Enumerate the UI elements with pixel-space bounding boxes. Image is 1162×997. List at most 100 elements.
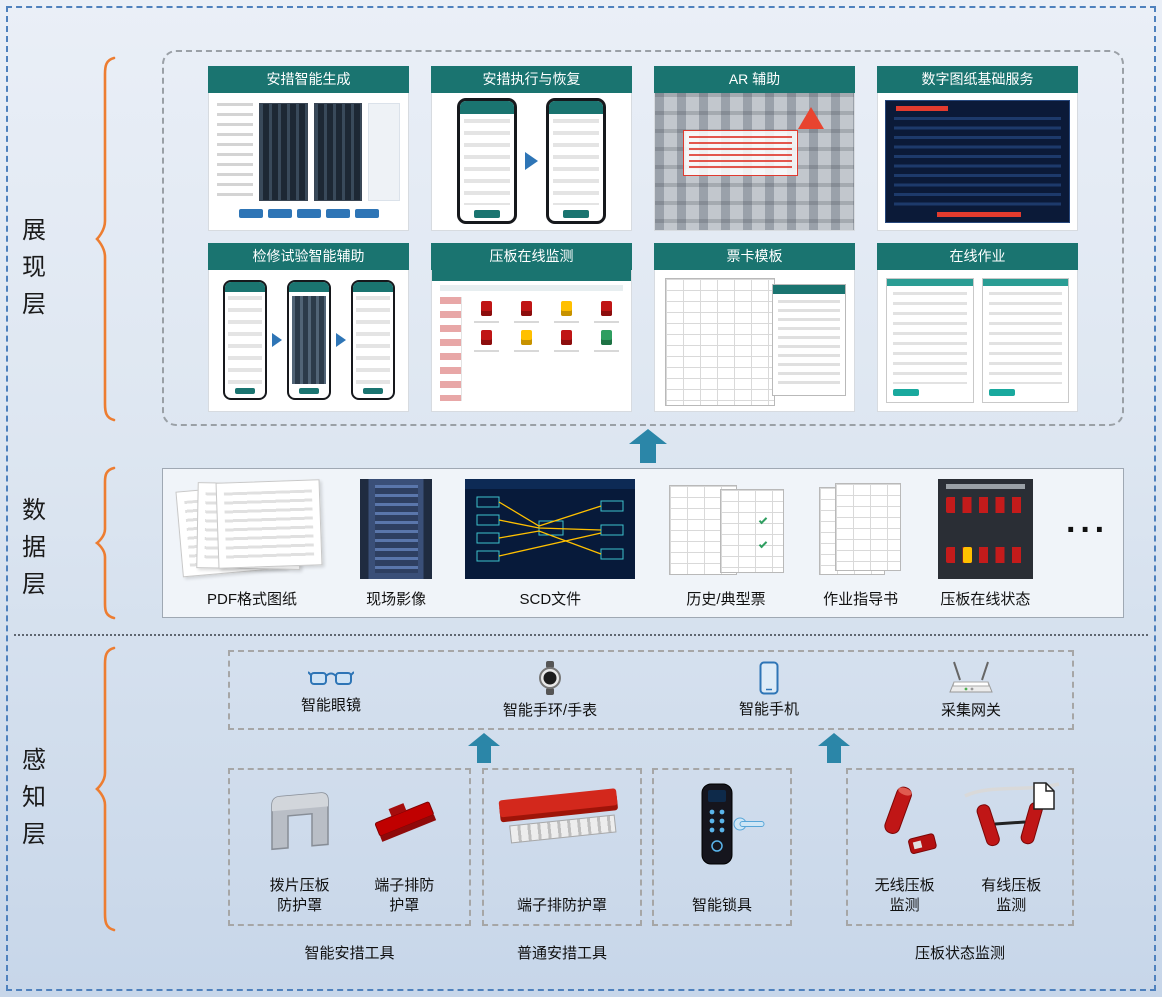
plate-indicator-red bbox=[553, 329, 579, 352]
smart-band-icon bbox=[539, 661, 561, 695]
card-digital-drawing-service: 数字图纸基础服务 bbox=[877, 66, 1078, 231]
wired-plate-monitor-icon bbox=[964, 782, 1060, 847]
mock-red-title bbox=[896, 106, 948, 111]
mock-phone-list bbox=[355, 296, 390, 385]
mock-indicator-grid bbox=[470, 297, 623, 401]
card-ar-assist: AR 辅助 bbox=[654, 66, 855, 231]
card-title: 在线作业 bbox=[877, 242, 1078, 270]
card-preview-digital-drawing bbox=[877, 93, 1078, 231]
plate-indicator-green bbox=[593, 329, 619, 352]
scd-diagram-icon bbox=[465, 479, 636, 579]
mock-device-tree bbox=[217, 103, 253, 201]
terminal-cover-icon bbox=[375, 801, 437, 842]
card-preview-ar-assist bbox=[654, 93, 855, 231]
mock-cabinet-photo bbox=[655, 93, 854, 230]
mock-phone-button bbox=[234, 388, 255, 395]
data-item-label: 现场影像 bbox=[366, 591, 427, 608]
card-preview-anzuo-execution bbox=[431, 93, 632, 231]
card-title: 安措执行与恢复 bbox=[431, 66, 632, 93]
guide-sheets-icon bbox=[817, 479, 905, 579]
tool-label: 无线压板监测 bbox=[874, 876, 935, 914]
device-smart-glasses: 智能眼镜 bbox=[301, 665, 361, 715]
tool-smart-lock: 智能锁具 bbox=[674, 780, 770, 916]
card-anzuo-execution: 安措执行与恢复 bbox=[431, 66, 632, 231]
mock-phone-header bbox=[288, 282, 329, 293]
mock-phone-image bbox=[291, 296, 326, 385]
mock-phone-pair bbox=[432, 93, 631, 230]
plate-indicator-red bbox=[593, 300, 619, 323]
mock-side-list bbox=[440, 296, 462, 401]
arrow-right-icon bbox=[525, 152, 538, 171]
mock-cabinet-image bbox=[259, 103, 308, 201]
mock-phone-header bbox=[352, 282, 393, 293]
data-item-label: PDF格式图纸 bbox=[206, 591, 297, 608]
mock-button bbox=[296, 209, 321, 218]
warning-triangle-icon bbox=[798, 106, 825, 129]
card-title: 检修试验智能辅助 bbox=[208, 242, 409, 270]
plate-status-photo-icon bbox=[937, 479, 1033, 579]
mock-button bbox=[354, 209, 379, 218]
smartphone-icon bbox=[759, 661, 779, 695]
layer-separator-dotted bbox=[14, 634, 1148, 636]
gateway-icon bbox=[949, 661, 993, 693]
tool-label: 拨片压板防护罩 bbox=[269, 876, 330, 914]
card-title: 票卡模板 bbox=[654, 242, 855, 270]
mock-cabinet-image bbox=[313, 103, 362, 201]
device-label: 智能手机 bbox=[739, 701, 800, 718]
card-title: 安措智能生成 bbox=[208, 66, 409, 93]
mock-plate-row bbox=[945, 497, 1025, 513]
data-item-label: 作业指导书 bbox=[823, 591, 899, 608]
mock-phone-list bbox=[227, 296, 262, 385]
mock-table-sheet bbox=[834, 483, 901, 571]
mock-dark-table-screen bbox=[885, 100, 1070, 223]
up-arrow-icon bbox=[818, 733, 850, 763]
card-preview-ticket-template bbox=[654, 269, 855, 412]
device-gateway: 采集网关 bbox=[941, 660, 1001, 720]
mock-subtitle-bar bbox=[440, 284, 623, 291]
mock-phone-button bbox=[474, 210, 500, 219]
mock-phone bbox=[350, 280, 395, 401]
tool-label: 有线压板监测 bbox=[981, 876, 1042, 914]
smart-lock-icon bbox=[701, 783, 765, 865]
plate-indicator-yellow bbox=[514, 329, 540, 352]
mock-side-panel bbox=[368, 103, 400, 201]
mock-rail bbox=[945, 484, 1025, 489]
data-layer-box: PDF格式图纸 现场影像 bbox=[162, 468, 1124, 618]
mock-phone-button bbox=[298, 388, 319, 395]
card-plate-online-monitoring: 压板在线监测 bbox=[431, 242, 632, 412]
mock-phone bbox=[286, 280, 331, 401]
ticket-sheets-icon bbox=[668, 479, 784, 579]
tool-plate-cover: 拨片压板防护罩 bbox=[258, 780, 342, 916]
mock-phone bbox=[546, 98, 606, 225]
smart-glasses-icon bbox=[307, 671, 354, 685]
data-item-label: 压板在线状态 bbox=[940, 591, 1031, 608]
mock-terminal-comb bbox=[509, 814, 617, 844]
card-preview-anzuo-generation bbox=[208, 93, 409, 231]
document-page-icon bbox=[1033, 782, 1055, 810]
mock-phone-header bbox=[460, 101, 514, 115]
tool-label: 端子排防护罩 bbox=[516, 896, 607, 914]
stacked-drawings-icon bbox=[175, 479, 327, 579]
device-smart-band: 智能手环/手表 bbox=[503, 660, 597, 720]
brace-presentation bbox=[95, 56, 116, 422]
tool-terminal-cover-smart: 端子排防护罩 bbox=[367, 780, 441, 916]
card-title: AR 辅助 bbox=[654, 66, 855, 93]
mock-phone-header bbox=[224, 282, 265, 293]
tool-wireless-plate-monitor: 无线压板监测 bbox=[857, 780, 953, 916]
caption-plate-monitoring: 压板状态监测 bbox=[914, 945, 1005, 962]
data-item-pdf-drawings: PDF格式图纸 bbox=[175, 479, 327, 609]
mock-phone-button bbox=[362, 388, 383, 395]
mock-phone bbox=[222, 280, 267, 401]
terminal-cover-long-icon bbox=[498, 784, 626, 858]
plate-indicator-red bbox=[474, 329, 500, 352]
up-arrow-icon bbox=[468, 733, 500, 763]
mock-red-cover bbox=[498, 788, 618, 818]
card-preview-maintenance-assist bbox=[208, 269, 409, 412]
card-maintenance-assist: 检修试验智能辅助 bbox=[208, 242, 409, 412]
data-item-scd-file: SCD文件 bbox=[465, 479, 636, 609]
device-label: 采集网关 bbox=[940, 702, 1001, 719]
arrow-right-icon bbox=[271, 333, 282, 348]
mock-phone bbox=[457, 98, 517, 225]
card-preview-online-work bbox=[877, 269, 1078, 412]
